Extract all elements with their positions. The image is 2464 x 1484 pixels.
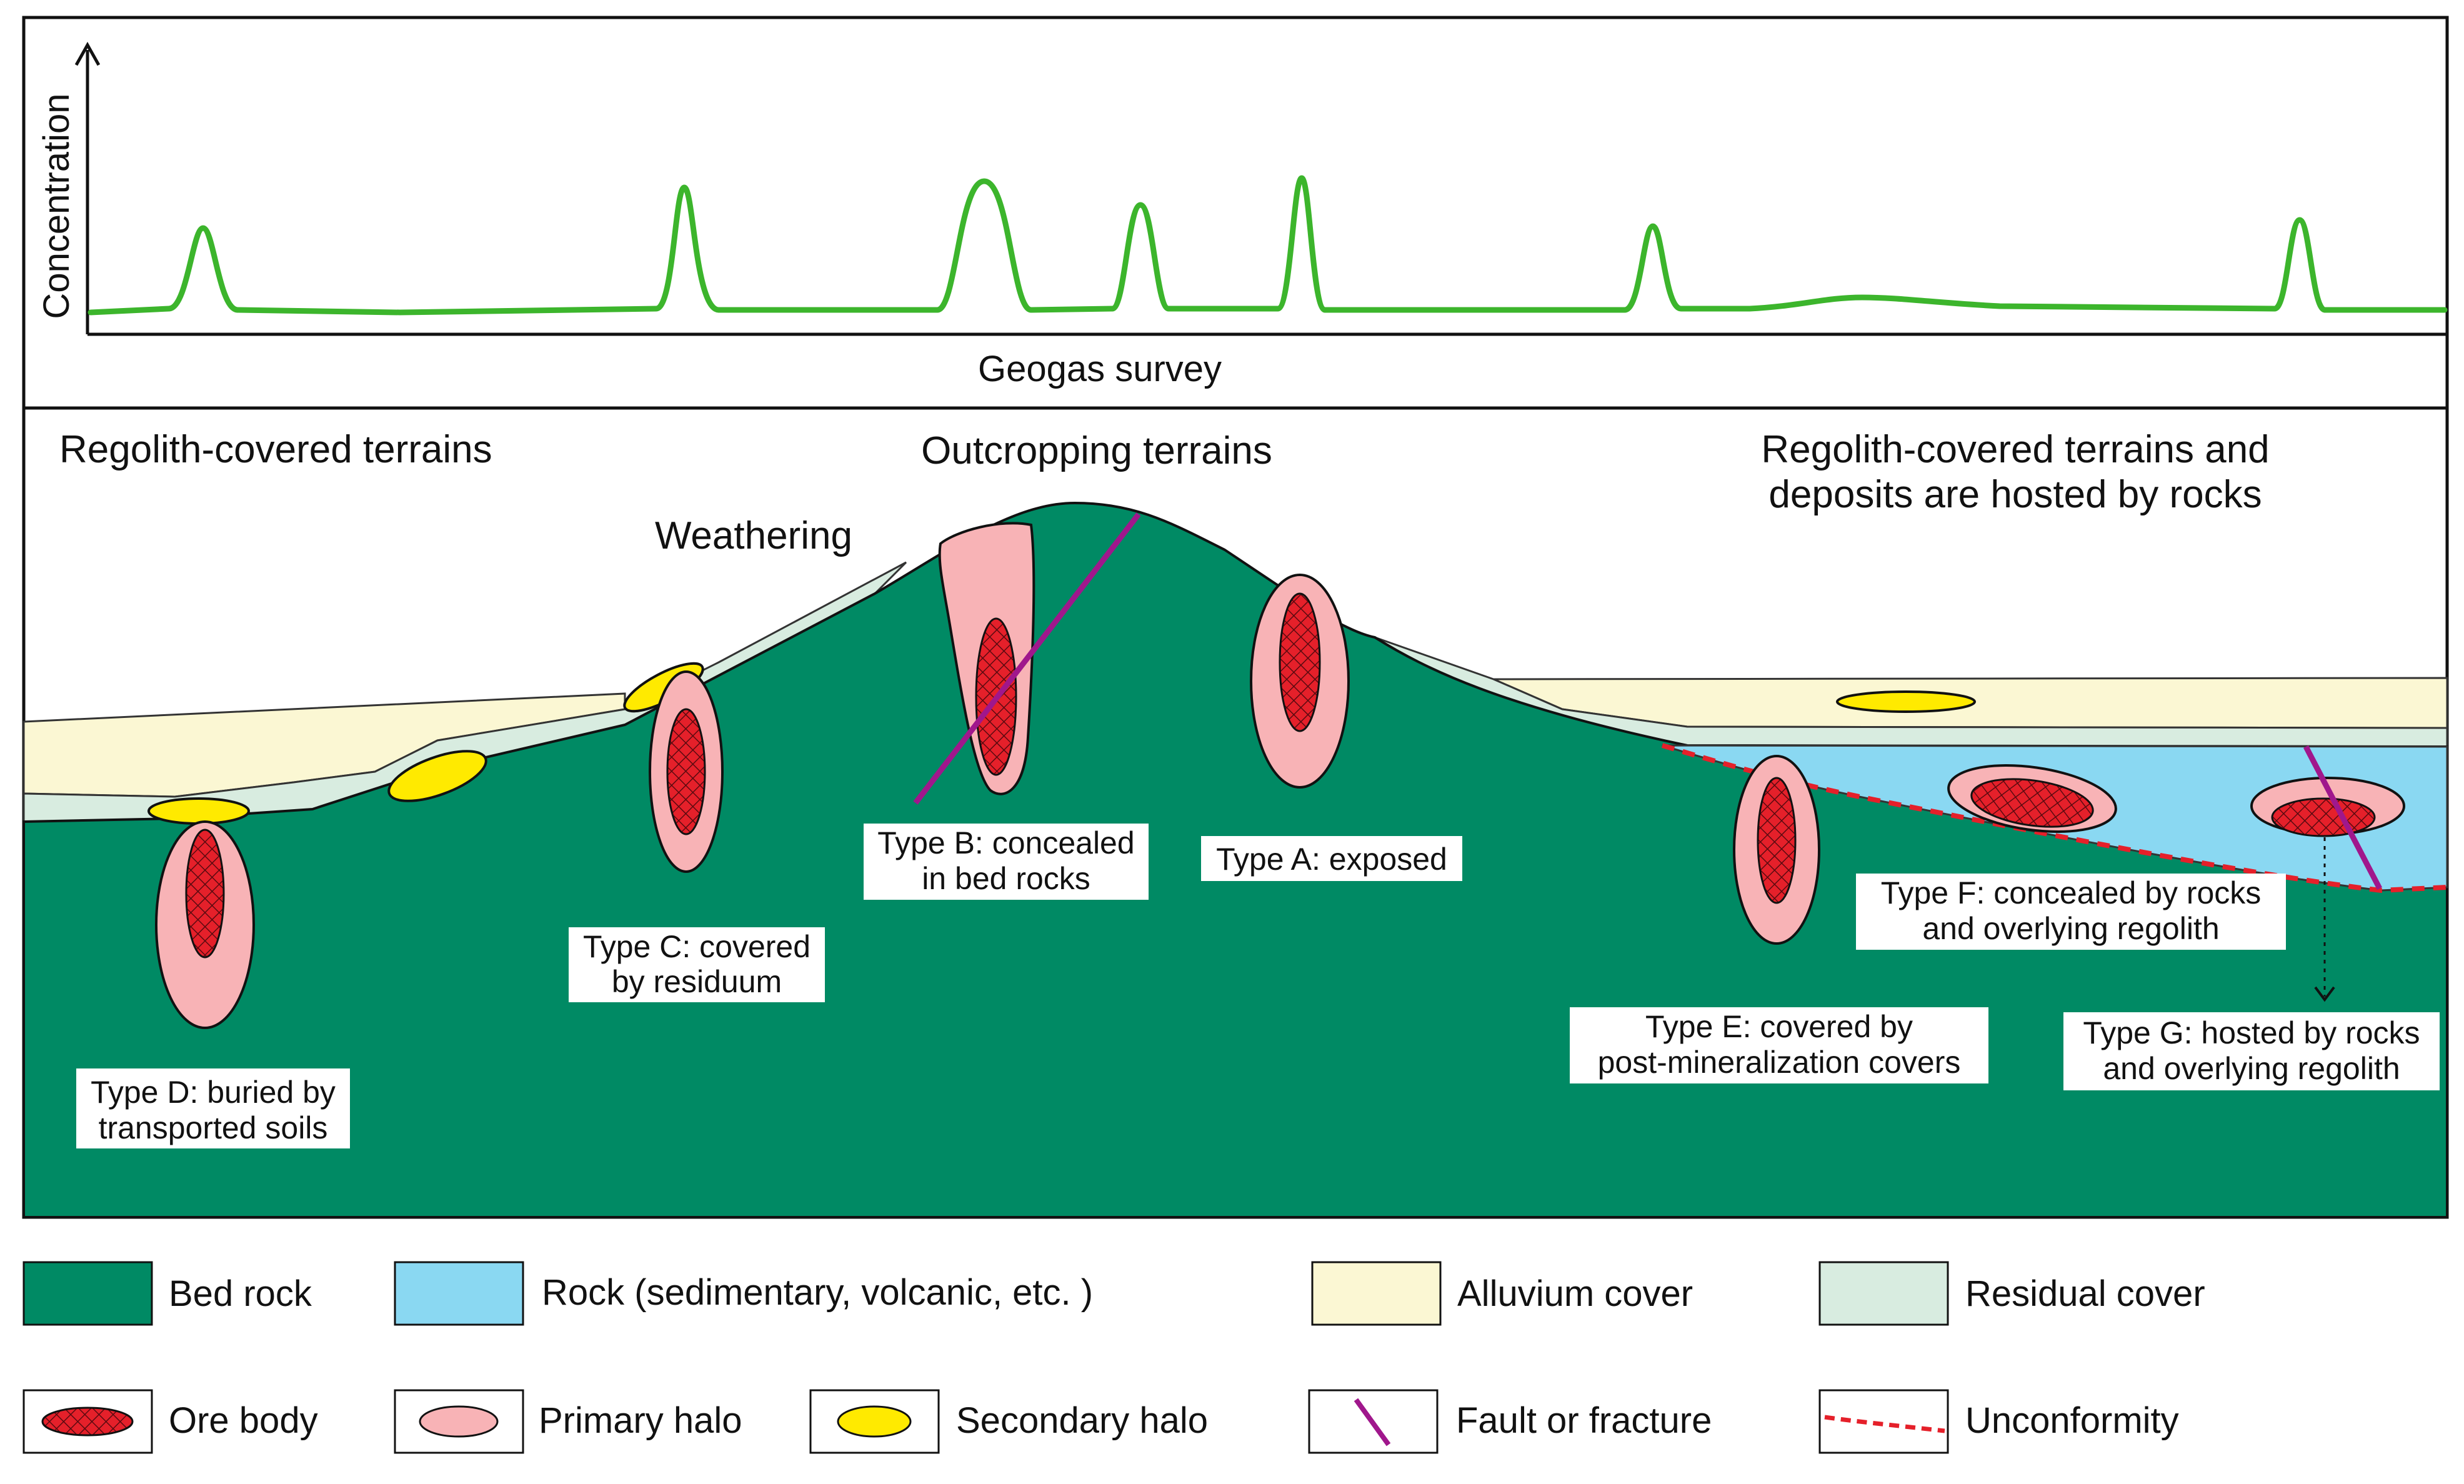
ore-body xyxy=(1279,592,1321,732)
type-a-label: Type A: exposed xyxy=(1201,836,1462,881)
legend-residual: Residual cover xyxy=(1818,1261,2205,1326)
survey-panel-frame xyxy=(22,16,2449,410)
legend: Bed rock Rock (sedimentary, volcanic, et… xyxy=(22,1261,2205,1454)
svg-text:by residuum: by residuum xyxy=(612,964,782,999)
ore-body xyxy=(666,708,706,835)
ore-body xyxy=(1970,778,2094,828)
type-e-label: Type E: covered by post-mineralization c… xyxy=(1570,1007,1988,1083)
svg-text:Alluvium cover: Alluvium cover xyxy=(1457,1273,1693,1314)
fault-line-g xyxy=(2303,745,2382,890)
concentration-curve xyxy=(87,175,2448,316)
fault-line-b xyxy=(913,512,1141,805)
svg-text:Bed rock: Bed rock xyxy=(169,1273,312,1314)
deposit-type-g xyxy=(2250,777,2405,837)
deposit-type-e xyxy=(1733,755,1820,945)
svg-text:transported soils: transported soils xyxy=(99,1110,328,1145)
heading-right-2: deposits are hosted by rocks xyxy=(1768,473,2262,516)
heading-left: Regolith-covered terrains xyxy=(59,428,492,471)
svg-text:Type G: hosted by rocks: Type G: hosted by rocks xyxy=(2083,1015,2420,1050)
x-axis-label: Geogas survey xyxy=(978,349,1222,389)
type-f-label: Type F: concealed by rocks and overlying… xyxy=(1856,874,2286,950)
deposit-type-d xyxy=(155,820,255,1029)
svg-text:Fault or fracture: Fault or fracture xyxy=(1456,1400,1712,1441)
legend-ore-body: Ore body xyxy=(22,1389,318,1454)
svg-text:Type D: buried by: Type D: buried by xyxy=(91,1075,336,1110)
ore-body xyxy=(2271,797,2376,837)
secondary-halo xyxy=(387,750,487,802)
svg-text:Unconformity: Unconformity xyxy=(1965,1400,2179,1441)
type-d-label: Type D: buried by transported soils xyxy=(76,1068,350,1148)
deposit-type-f xyxy=(1947,764,2117,833)
legend-unconformity: Unconformity xyxy=(1818,1389,2179,1454)
svg-text:Type E: covered by: Type E: covered by xyxy=(1645,1009,1913,1044)
ore-body xyxy=(1757,777,1797,904)
svg-text:Residual cover: Residual cover xyxy=(1965,1273,2205,1314)
deposit-type-c xyxy=(649,670,724,873)
unconformity-line xyxy=(1661,743,2448,894)
svg-text:post-mineralization covers: post-mineralization covers xyxy=(1598,1045,1961,1080)
svg-text:Type C: covered: Type C: covered xyxy=(583,929,811,964)
svg-text:Ore body: Ore body xyxy=(169,1400,318,1441)
svg-text:Type B: concealed: Type B: concealed xyxy=(877,825,1134,860)
svg-text:Primary halo: Primary halo xyxy=(539,1400,742,1441)
svg-text:and overlying regolith: and overlying regolith xyxy=(2103,1051,2400,1086)
svg-text:and overlying regolith: and overlying regolith xyxy=(1922,911,2219,946)
svg-text:Type F: concealed by rocks: Type F: concealed by rocks xyxy=(1881,875,2262,910)
survey-axes xyxy=(74,41,2447,336)
weathering-label: Weathering xyxy=(655,514,852,557)
type-g-pointer-head xyxy=(2314,986,2335,1002)
legend-primary-halo: Primary halo xyxy=(394,1389,742,1454)
svg-text:Rock (sedimentary, volcanic, e: Rock (sedimentary, volcanic, etc. ) xyxy=(542,1272,1093,1313)
heading-center: Outcropping terrains xyxy=(921,429,1272,472)
legend-rock: Rock (sedimentary, volcanic, etc. ) xyxy=(394,1261,1093,1326)
legend-bed-rock: Bed rock xyxy=(22,1261,312,1326)
deposit-type-a xyxy=(1250,574,1350,789)
secondary-halo xyxy=(147,797,250,825)
heading-right-1: Regolith-covered terrains and xyxy=(1761,428,2269,471)
ore-body xyxy=(185,829,225,959)
type-g-label: Type G: hosted by rocks and overlying re… xyxy=(2063,1012,2440,1090)
type-b-label: Type B: concealed in bed rocks xyxy=(864,824,1149,900)
legend-secondary-halo: Secondary halo xyxy=(809,1389,1208,1454)
svg-text:Type A: exposed: Type A: exposed xyxy=(1216,842,1447,877)
type-c-label: Type C: covered by residuum xyxy=(569,927,825,1002)
y-axis-label: Concentration xyxy=(36,93,77,319)
svg-text:in bed rocks: in bed rocks xyxy=(922,861,1090,896)
legend-fault: Fault or fracture xyxy=(1308,1389,1712,1454)
secondary-halo xyxy=(1836,690,1976,713)
svg-text:Secondary halo: Secondary halo xyxy=(956,1400,1208,1441)
legend-alluvium: Alluvium cover xyxy=(1311,1261,1693,1326)
